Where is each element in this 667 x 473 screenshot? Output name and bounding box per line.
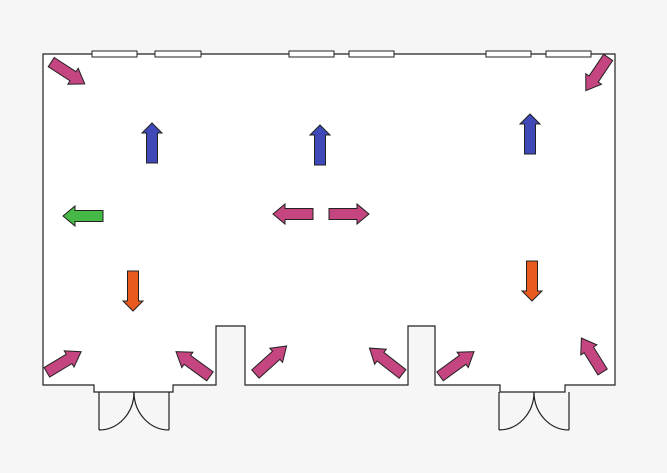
window [288, 50, 335, 58]
arrow-magenta-8 [368, 347, 407, 379]
arrow-magenta-2 [585, 53, 614, 92]
arrow-blue-1 [140, 122, 164, 164]
double-door-right [498, 391, 570, 431]
window [485, 50, 532, 58]
arrow-blue-3 [518, 113, 542, 155]
arrow-orange-1 [121, 270, 145, 312]
arrow-magenta-1 [47, 56, 86, 85]
window [154, 50, 202, 58]
room-outline [42, 53, 616, 393]
window [348, 50, 395, 58]
arrow-magenta-7 [251, 345, 288, 379]
arrow-magenta-6 [175, 351, 214, 382]
arrow-magenta-5 [43, 350, 82, 378]
window [91, 50, 138, 58]
arrow-magenta-3 [272, 202, 314, 226]
arrow-magenta-4 [328, 202, 370, 226]
arrow-magenta-10 [580, 337, 608, 376]
double-door-left [98, 391, 170, 431]
windows [91, 50, 592, 58]
window [545, 50, 592, 58]
arrows-group [43, 53, 614, 382]
arrow-orange-2 [520, 260, 544, 302]
arrow-magenta-9 [436, 351, 475, 382]
arrow-blue-2 [308, 124, 332, 166]
arrow-green-1 [62, 204, 104, 228]
